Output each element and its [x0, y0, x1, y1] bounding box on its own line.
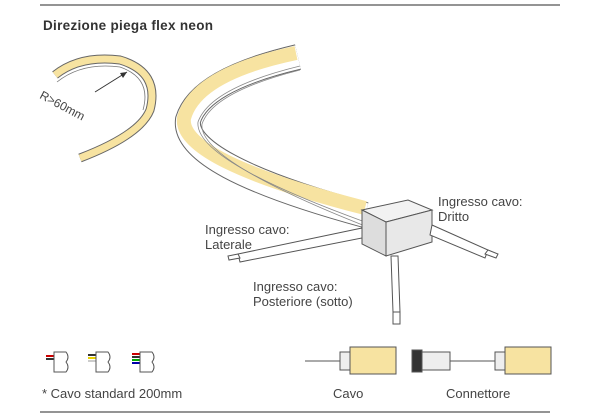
label-straight: Ingresso cavo: Dritto — [438, 194, 523, 224]
large-bend-strip — [174, 44, 369, 228]
small-bend-strip — [52, 54, 157, 163]
label-side: Ingresso cavo: Laterale — [205, 222, 290, 252]
cable-option-icon — [305, 346, 397, 375]
cables — [227, 224, 499, 325]
option-cable-label: Cavo — [333, 386, 364, 401]
label-straight-line2: Dritto — [438, 209, 470, 224]
connector-option-icon — [411, 346, 552, 375]
label-rear: Ingresso cavo: Posteriore (sotto) — [253, 279, 353, 309]
page-title: Direzione piega flex neon — [43, 18, 214, 33]
label-rear-line1: Ingresso cavo: — [253, 279, 338, 294]
footnote: * Cavo standard 200mm — [42, 386, 183, 401]
option-connector-label: Connettore — [446, 386, 511, 401]
wire-color-icons — [46, 351, 155, 373]
label-side-line1: Ingresso cavo: — [205, 222, 290, 237]
end-cap-box — [360, 199, 434, 257]
label-rear-line2: Posteriore (sotto) — [253, 294, 353, 309]
label-side-line2: Laterale — [205, 237, 252, 252]
label-straight-line1: Ingresso cavo: — [438, 194, 523, 209]
